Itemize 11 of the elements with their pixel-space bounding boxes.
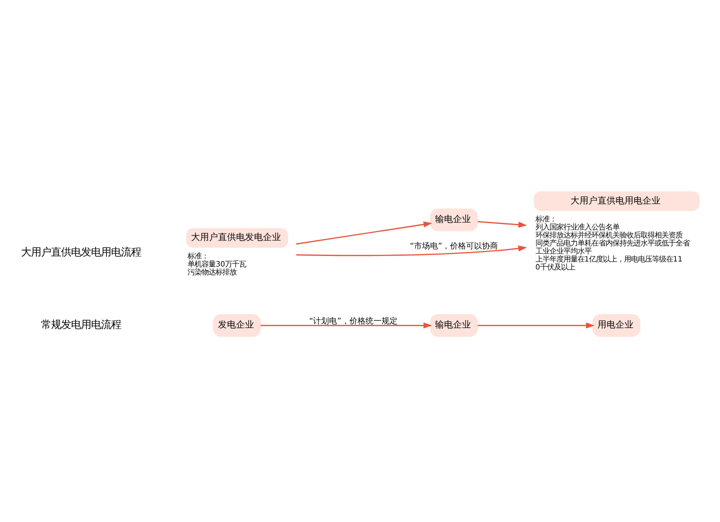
arrow xyxy=(260,322,432,328)
label: 大用户直供电发电用电流程 xyxy=(21,248,142,259)
node-box: 发电企业 xyxy=(212,314,261,337)
arrow xyxy=(296,221,432,245)
arrow xyxy=(478,221,528,228)
arrow xyxy=(478,322,595,328)
node-box: 用电企业 xyxy=(592,314,640,337)
node-box: 输电企业 xyxy=(430,314,478,337)
node-box: 输电企业 xyxy=(430,208,478,232)
label: 常规发电用电流程 xyxy=(41,320,122,332)
arrow xyxy=(296,245,527,256)
